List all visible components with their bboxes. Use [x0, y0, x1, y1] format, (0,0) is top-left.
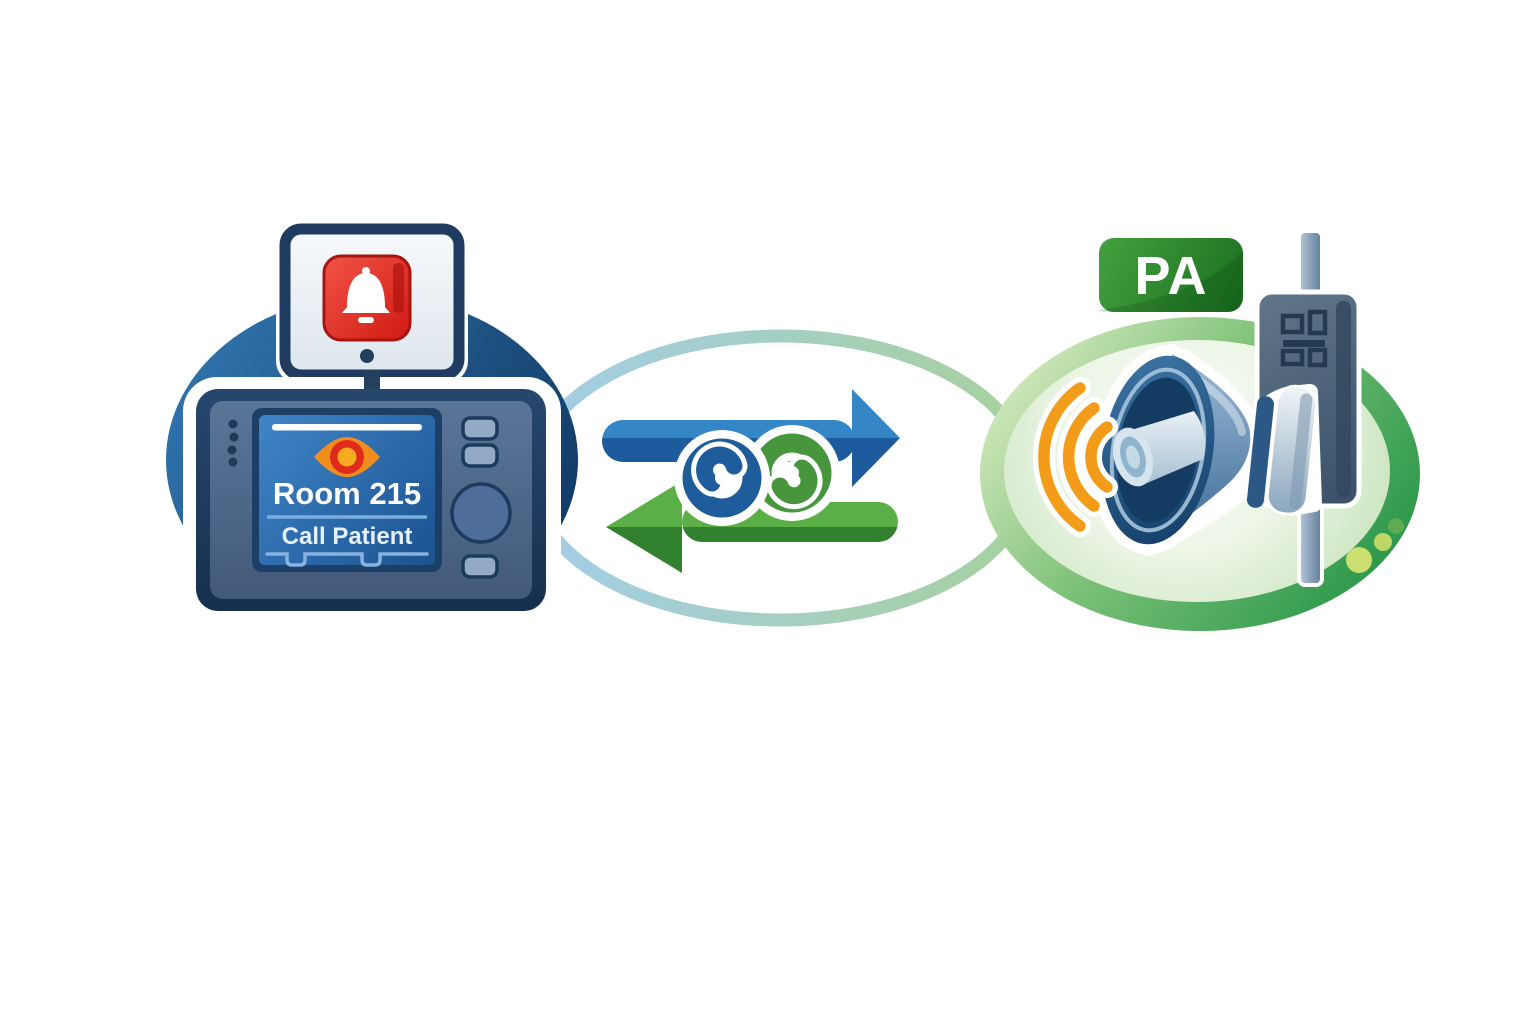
bell-alert-icon: [342, 267, 390, 323]
accent-dots: [1346, 518, 1404, 573]
panel-button-top: [461, 416, 499, 441]
infinity-icon: [674, 425, 840, 526]
panel-indicator-dots: [227, 419, 239, 467]
panel-screen: Room 215 Call Patient: [252, 408, 442, 572]
pa-system: PA: [980, 229, 1420, 631]
sound-waves-icon: [1032, 377, 1118, 537]
screen-status-bar: [272, 424, 422, 431]
megaphone-icon: [1091, 344, 1322, 556]
alert-eye-icon: [314, 437, 380, 477]
sound-wave-small: [1085, 421, 1113, 493]
panel-button-bottom: [461, 554, 499, 579]
mount-grid-icon: [1280, 309, 1328, 368]
call-panel: Room 215 Call Patient: [196, 389, 546, 611]
screen-bracket: [265, 552, 429, 567]
alert-monitor: [276, 221, 468, 383]
pa-badge-label: PA: [1134, 246, 1207, 306]
room-label: Room 215: [273, 476, 421, 511]
sync-arrows: [602, 389, 900, 573]
monitor-camera-dot: [360, 349, 374, 363]
pa-badge: PA: [1099, 238, 1243, 312]
sound-wave-medium: [1062, 402, 1100, 512]
panel-button-middle: [461, 443, 499, 468]
call-patient-label: Call Patient: [282, 523, 413, 550]
panel-rotary-knob: [450, 482, 512, 544]
sound-wave-large: [1038, 382, 1086, 532]
nurse-call-station: Room 215 Call Patient: [166, 221, 578, 625]
